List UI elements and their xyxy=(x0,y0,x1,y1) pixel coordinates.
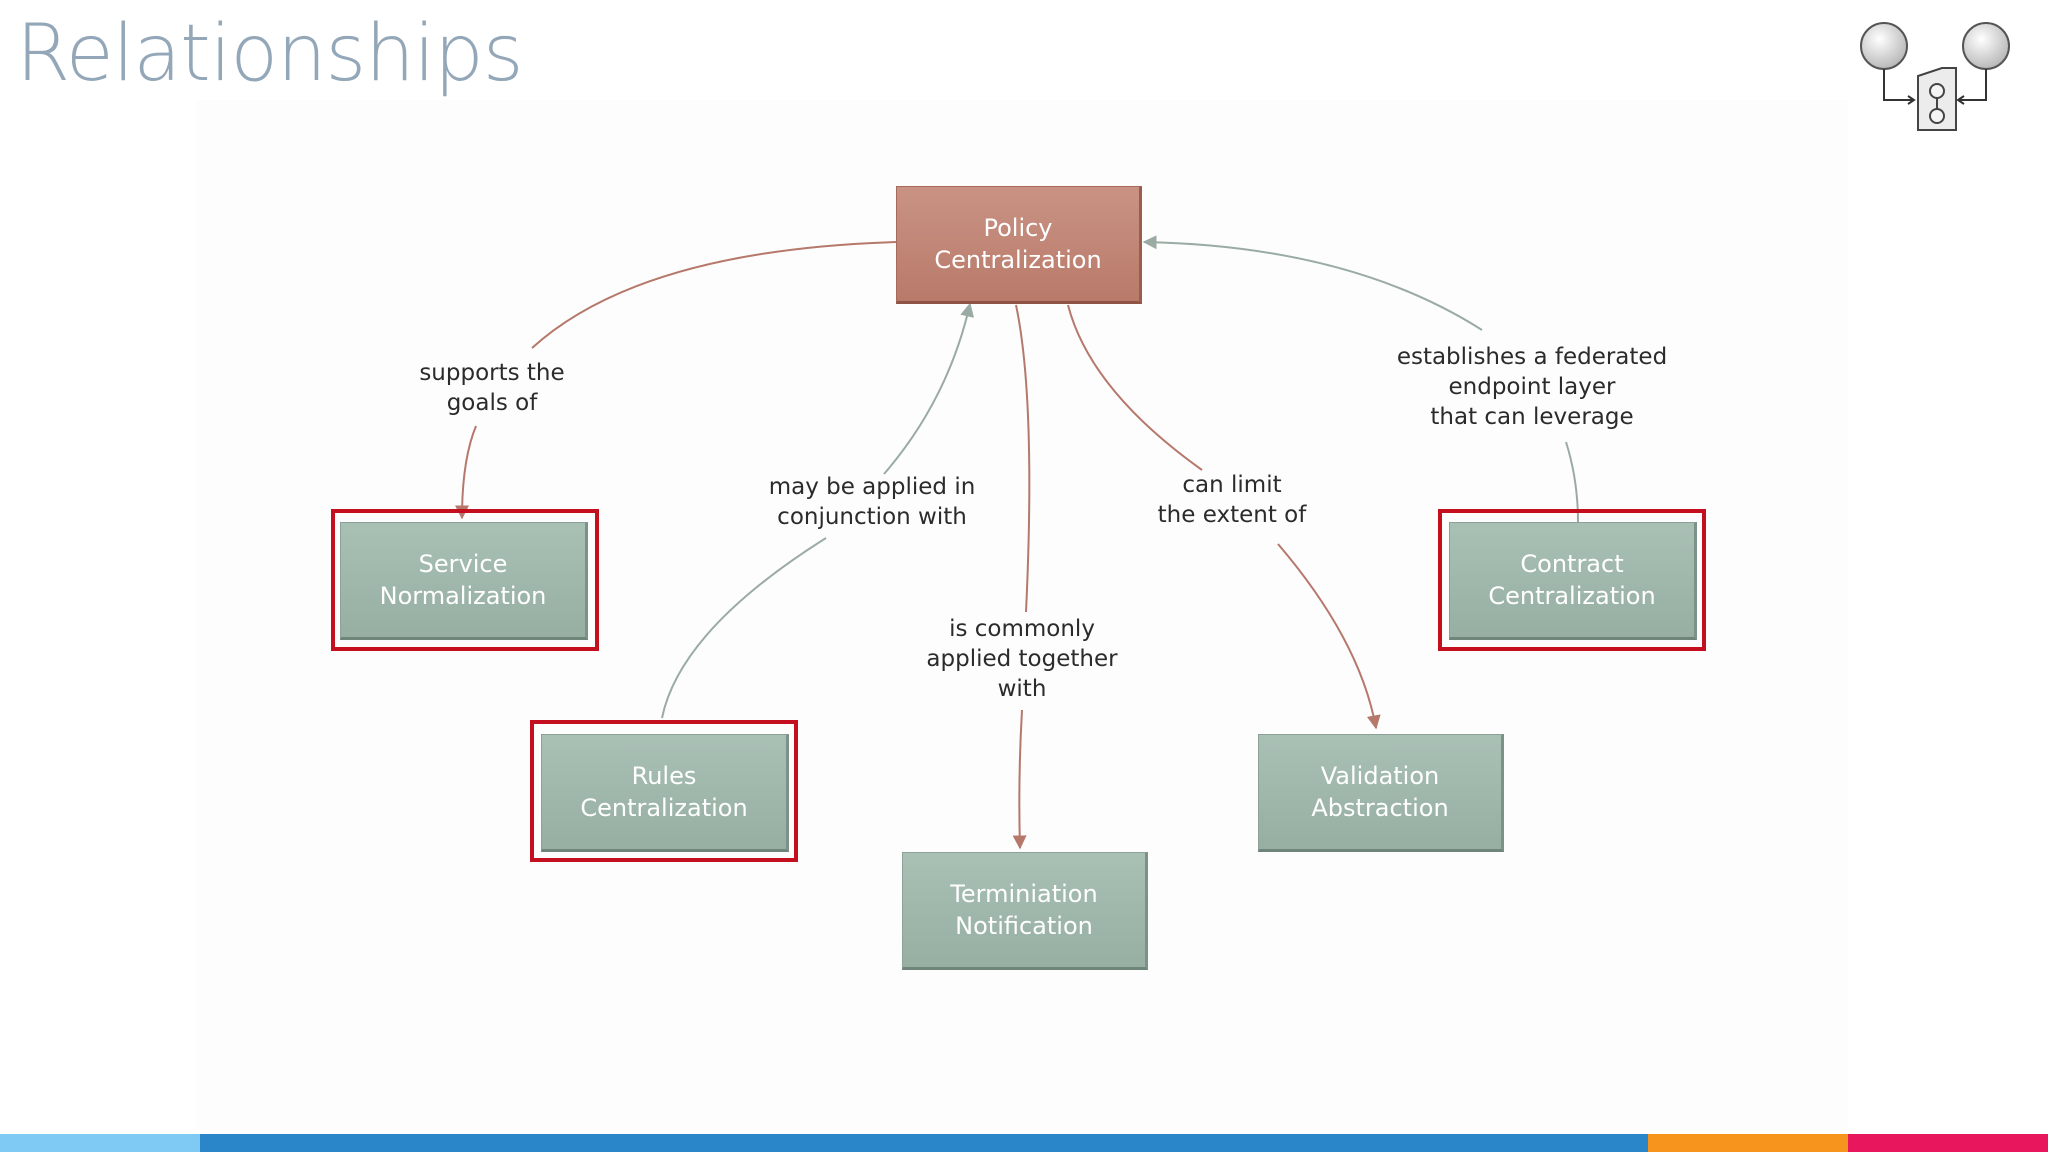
link-policy-to-service-tail xyxy=(455,425,477,520)
edge-label-commonly-applied: is commonly applied together with xyxy=(926,616,1118,702)
node-policy-centralization: Policy Centralization xyxy=(896,186,1142,304)
bar-segment-orange xyxy=(1648,1134,1848,1152)
bar-segment-blue xyxy=(200,1134,1648,1152)
bottom-color-bar xyxy=(0,1134,2048,1152)
link-policy-to-termination-tail xyxy=(1012,709,1027,850)
highlight-service-normalization xyxy=(331,509,599,651)
edge-label-applied-in-conjunction: may be applied in conjunction with xyxy=(768,474,976,530)
link-contract-to-policy-lower xyxy=(1565,441,1579,523)
node-contract-centralization: Contract Centralization xyxy=(1449,522,1697,640)
highlight-contract-centralization xyxy=(1438,509,1706,651)
edge-label-can-limit: can limit the extent of xyxy=(1157,472,1307,528)
node-rules-centralization: Rules Centralization xyxy=(541,734,789,852)
edge-label-supports: supports the goals of xyxy=(419,360,565,416)
slide-title: Relationships xyxy=(16,9,523,99)
bar-segment-light-blue xyxy=(0,1134,200,1152)
link-policy-to-validation xyxy=(1067,304,1203,471)
link-policy-to-validation-tail xyxy=(1277,543,1381,730)
link-contract-to-policy-upper xyxy=(1142,235,1483,331)
link-rules-to-policy-lower xyxy=(661,537,827,719)
link-policy-to-service xyxy=(531,241,897,349)
highlight-rules-centralization xyxy=(530,720,798,862)
service-composition-logo-icon xyxy=(1860,22,2010,131)
bar-segment-pink xyxy=(1848,1134,2048,1152)
node-service-normalization: Service Normalization xyxy=(340,522,588,640)
edge-label-federated-endpoint: establishes a federated endpoint layer t… xyxy=(1396,344,1668,430)
node-validation-abstraction: Validation Abstraction xyxy=(1258,734,1504,852)
link-policy-to-termination xyxy=(1015,304,1031,613)
link-rules-to-policy-upper xyxy=(883,302,975,475)
node-termination-notification: Terminiation Notification xyxy=(902,852,1148,970)
